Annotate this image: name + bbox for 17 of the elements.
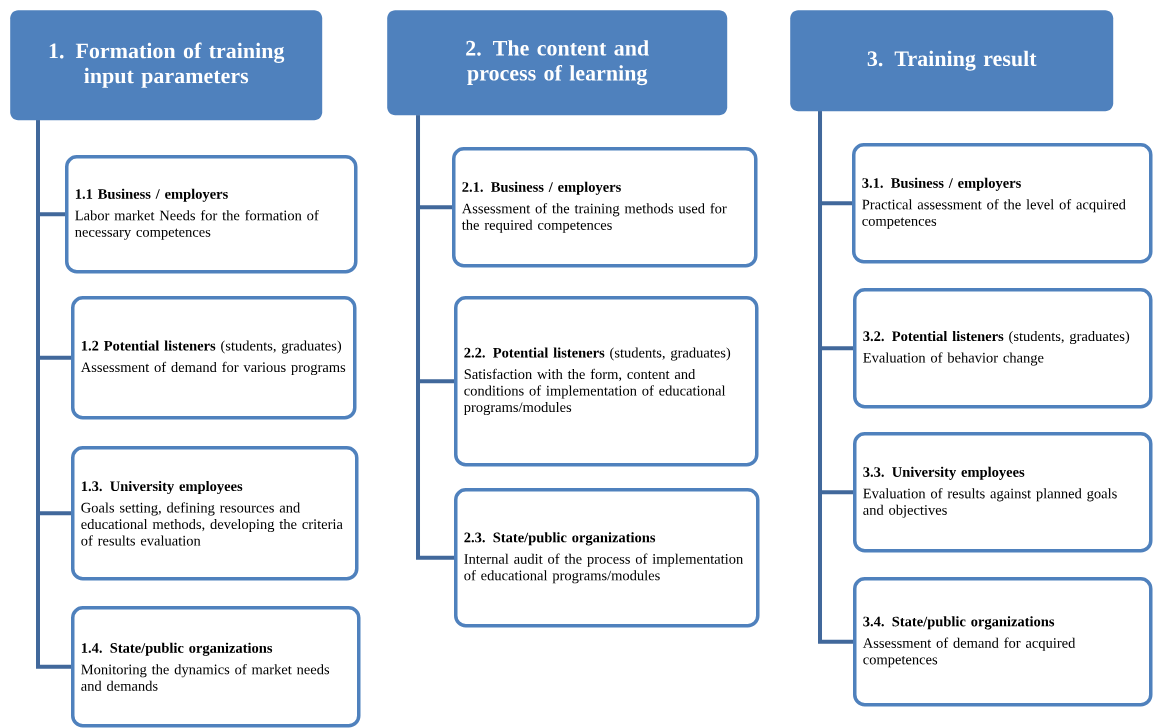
text-box: 3.4. State/public organizations Assessment of demand for acquired competences <box>853 577 1153 707</box>
text-box: 1.3. University employees Goals setting, defining resources and educational methods, developing the criteria of results evaluation <box>71 446 359 581</box>
connector <box>818 111 853 644</box>
header-box: 1. Formation of training input parameters <box>10 10 323 121</box>
text-box: 1.2 Potential listeners (students, graduates) Assessment of demand for various programs <box>71 296 357 420</box>
text-box: 2.1. Business / employers Assessment of the training methods used for the required competences <box>452 147 758 268</box>
header-box: 2. The content and process of learning <box>387 10 728 116</box>
connector <box>36 120 71 669</box>
connector <box>416 115 454 560</box>
text-box: 3.2. Potential listeners (students, graduates) Evaluation of behavior change <box>853 288 1153 409</box>
text-box: 1.1 Business / employers Labor market Needs for the formation of necessary competences <box>65 155 358 274</box>
header-box: 3. Training result <box>790 10 1114 112</box>
text-box: 2.2. Potential listeners (students, graduates) Satisfaction with the form, content and conditions of implementation of educational programs/modules <box>454 296 759 467</box>
text-box: 1.4. State/public organizations Monitoring the dynamics of market needs and demands <box>71 606 361 728</box>
text-box: 2.3. State/public organizations Internal audit of the process of implementation of educational programs/modules <box>454 488 760 628</box>
text-box: 3.1. Business / employers Practical assessment of the level of acquired competences <box>852 143 1153 264</box>
text-box: 3.3. University employees Evaluation of results against planned goals and objectives <box>853 432 1153 553</box>
